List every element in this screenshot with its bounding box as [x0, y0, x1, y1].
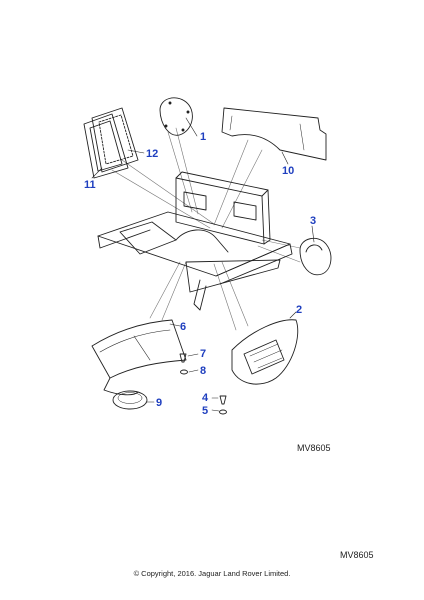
footer-reference: MV8605: [340, 550, 374, 560]
car-body-shell: [97, 171, 293, 311]
callout-9: 9: [156, 397, 162, 409]
callout-numbers: 1 2 3 4 5 6 7 8 9 10 11 12: [84, 131, 316, 417]
callout-12: 12: [146, 148, 158, 160]
callout-2: 2: [296, 304, 302, 316]
callout-7: 7: [200, 348, 206, 360]
callout-8: 8: [200, 365, 206, 377]
callout-11: 11: [84, 179, 96, 191]
part-2-access-cover: [231, 319, 299, 385]
part-7-screw: [179, 353, 187, 363]
part-3-bump-cover: [299, 237, 332, 276]
part-12-gasket: [91, 107, 139, 173]
callout-6: 6: [180, 321, 186, 333]
leader-lines: [111, 127, 301, 331]
part-5-washer: [219, 409, 227, 415]
part-9-grommet: [112, 390, 148, 410]
part-8-washer: [180, 369, 188, 375]
callout-4: 4: [202, 392, 209, 404]
callout-leaders: [91, 117, 315, 412]
part-1-cover-plate: [159, 97, 193, 136]
part-6-floor-panel: [91, 319, 187, 396]
part-10-panel: [221, 107, 327, 161]
copyright-notice: © Copyright, 2016. Jaguar Land Rover Lim…: [133, 569, 291, 578]
callout-5: 5: [202, 405, 208, 417]
diagram-reference: MV8605: [297, 443, 331, 453]
part-11-frame: [83, 113, 129, 179]
callout-1: 1: [200, 131, 206, 143]
callout-10: 10: [282, 165, 294, 177]
callout-3: 3: [310, 215, 316, 227]
part-4-screw: [219, 395, 227, 405]
